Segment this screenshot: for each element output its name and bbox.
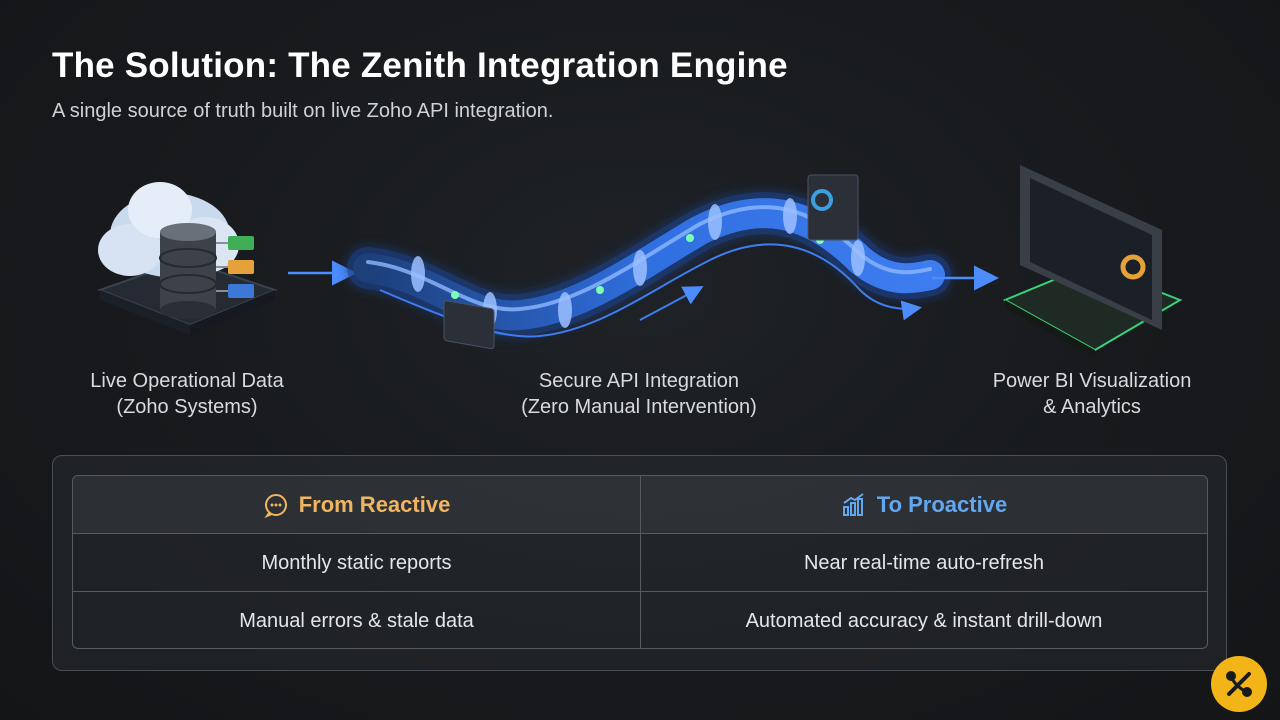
to-proactive-header: To Proactive: [640, 476, 1207, 533]
logo-icon: [1211, 656, 1267, 712]
stage-label-integration: Secure API Integration (Zero Manual Inte…: [521, 370, 757, 418]
stage-label-source: Live Operational Data (Zoho Systems): [90, 370, 284, 418]
integration-flow-diagram: [97, 165, 1183, 358]
chat-bubble-icon: [263, 492, 289, 518]
comparison-panel: [52, 455, 1227, 671]
to-proactive-label: To Proactive: [876, 491, 1008, 517]
table-cell-from: Monthly static reports: [261, 551, 452, 574]
comparison-table: From Reactive To Proactive Monthly stati…: [72, 475, 1208, 649]
table-cell-from: Manual errors & stale data: [239, 609, 474, 632]
from-reactive-header: From Reactive: [73, 476, 640, 533]
from-reactive-label: From Reactive: [298, 491, 451, 517]
table-header-row: From Reactive To Proactive: [73, 476, 1207, 533]
page-title: The Solution: The Zenith Integration Eng…: [52, 46, 788, 85]
table-cell-to: Near real-time auto-refresh: [640, 534, 1207, 592]
cloud-database-icon: [97, 182, 278, 335]
stage-label-visualization: Power BI Visualization & Analytics: [992, 370, 1192, 418]
growth-chart-icon: [841, 492, 867, 518]
table-row: Manual errors & stale data Automated acc…: [73, 591, 1207, 648]
table-cell-to: Automated accuracy & instant drill-down: [640, 592, 1207, 648]
table-row: Monthly static reports Near real-time au…: [73, 533, 1207, 592]
page-subtitle: A single source of truth built on live Z…: [52, 100, 554, 122]
dashboard-monitor-icon: [1002, 165, 1183, 358]
api-pipeline-icon: [347, 174, 951, 350]
